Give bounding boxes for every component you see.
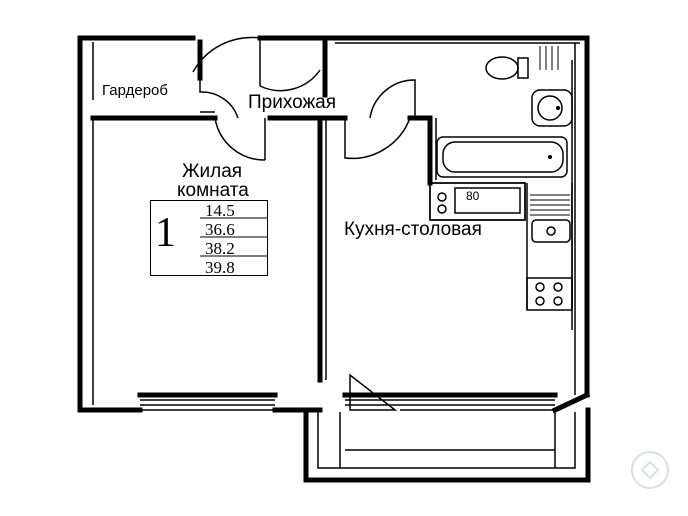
area-table-frame [150,200,268,276]
window-kitchen [342,391,591,414]
door-living-room [214,117,266,161]
kitchen-counter [526,183,573,310]
kitchen-sink-icon [531,219,571,243]
door-wardrobe [199,78,239,119]
interior-walls [90,35,526,383]
window-living-room [137,392,323,413]
oven-icon [429,182,526,221]
sink-icon [531,89,573,127]
area-table [150,200,268,276]
toilet-icon [485,56,529,80]
door-balcony [349,373,398,411]
rooms-count: 1 [155,210,176,256]
room-label-hallway: Прихожая [248,92,337,113]
area-value-total-b: 38.2 [205,239,235,258]
bathtub-icon [436,136,568,178]
wall-hatch [539,46,559,70]
door-kitchen [344,117,411,160]
watermark-logo-icon [631,451,669,489]
room-label-living-line1: Жилая [182,161,243,182]
outer-walls [77,35,590,413]
area-value-living: 14.5 [205,201,235,220]
door-hallway-entry [192,36,321,92]
room-label-living-line2: комната [177,180,249,201]
area-value-total-a: 36.6 [205,220,235,239]
stove-icon [526,277,573,311]
room-label-kitchen: Кухня-столовая [344,219,482,240]
area-value-total-c: 39.8 [205,258,235,277]
room-label-wardrobe: Гардероб [102,82,168,99]
balcony [303,407,591,483]
oven-label: 80 [466,189,480,203]
door-bathroom [369,79,416,119]
